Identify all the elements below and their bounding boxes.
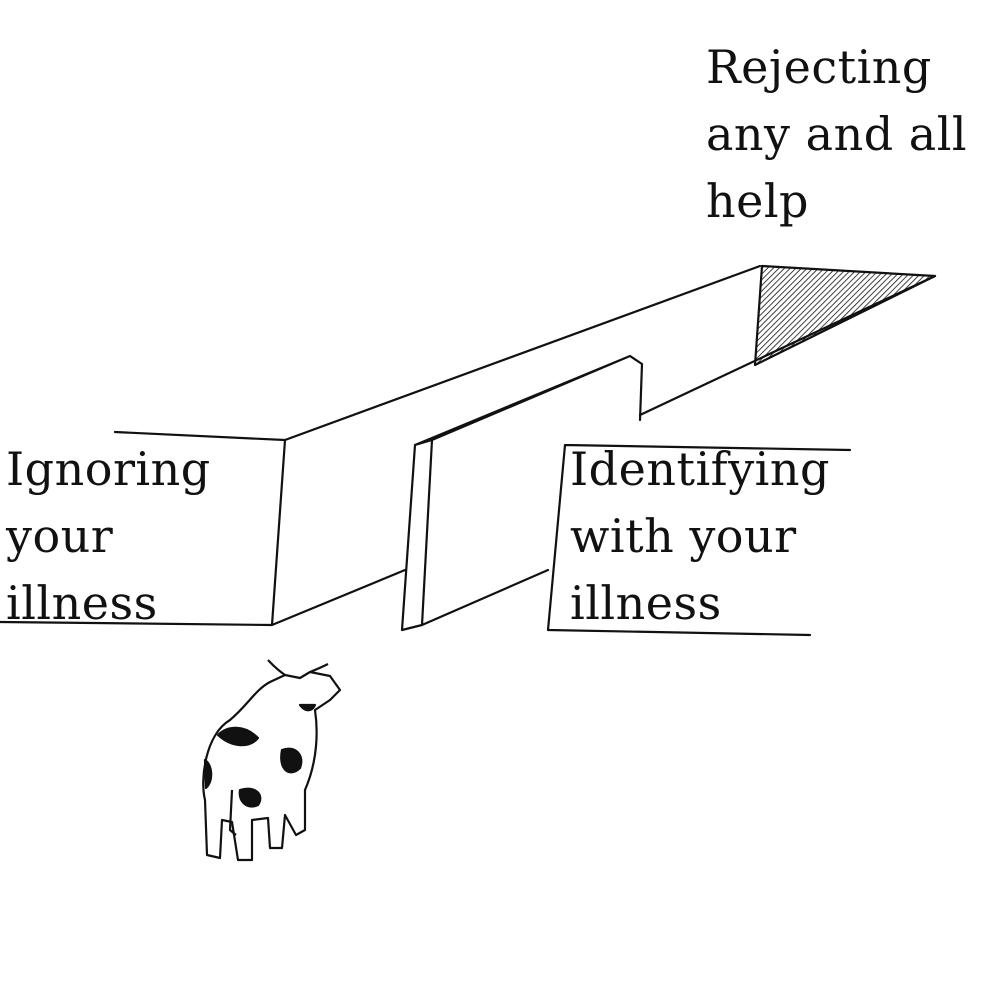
label-line: your: [6, 509, 114, 563]
left-wall: [0, 264, 762, 627]
label-line: illness: [6, 576, 158, 630]
label-ignoring-illness: Ignoring your illness: [6, 436, 211, 637]
label-line: with your: [570, 509, 797, 563]
shaded-corner: [753, 264, 937, 367]
label-line: Ignoring: [6, 442, 211, 496]
label-line: Rejecting: [706, 40, 932, 94]
label-line: illness: [570, 576, 722, 630]
label-line: help: [706, 174, 810, 228]
right-wall: [546, 274, 937, 637]
label-line: Identifying: [570, 442, 830, 496]
label-identifying-illness: Identifying with your illness: [570, 436, 830, 637]
label-rejecting-help: Rejecting any and all help: [706, 34, 967, 235]
cow-illustration: [202, 659, 342, 862]
label-line: any and all: [706, 107, 968, 161]
middle-slab: [400, 354, 644, 632]
